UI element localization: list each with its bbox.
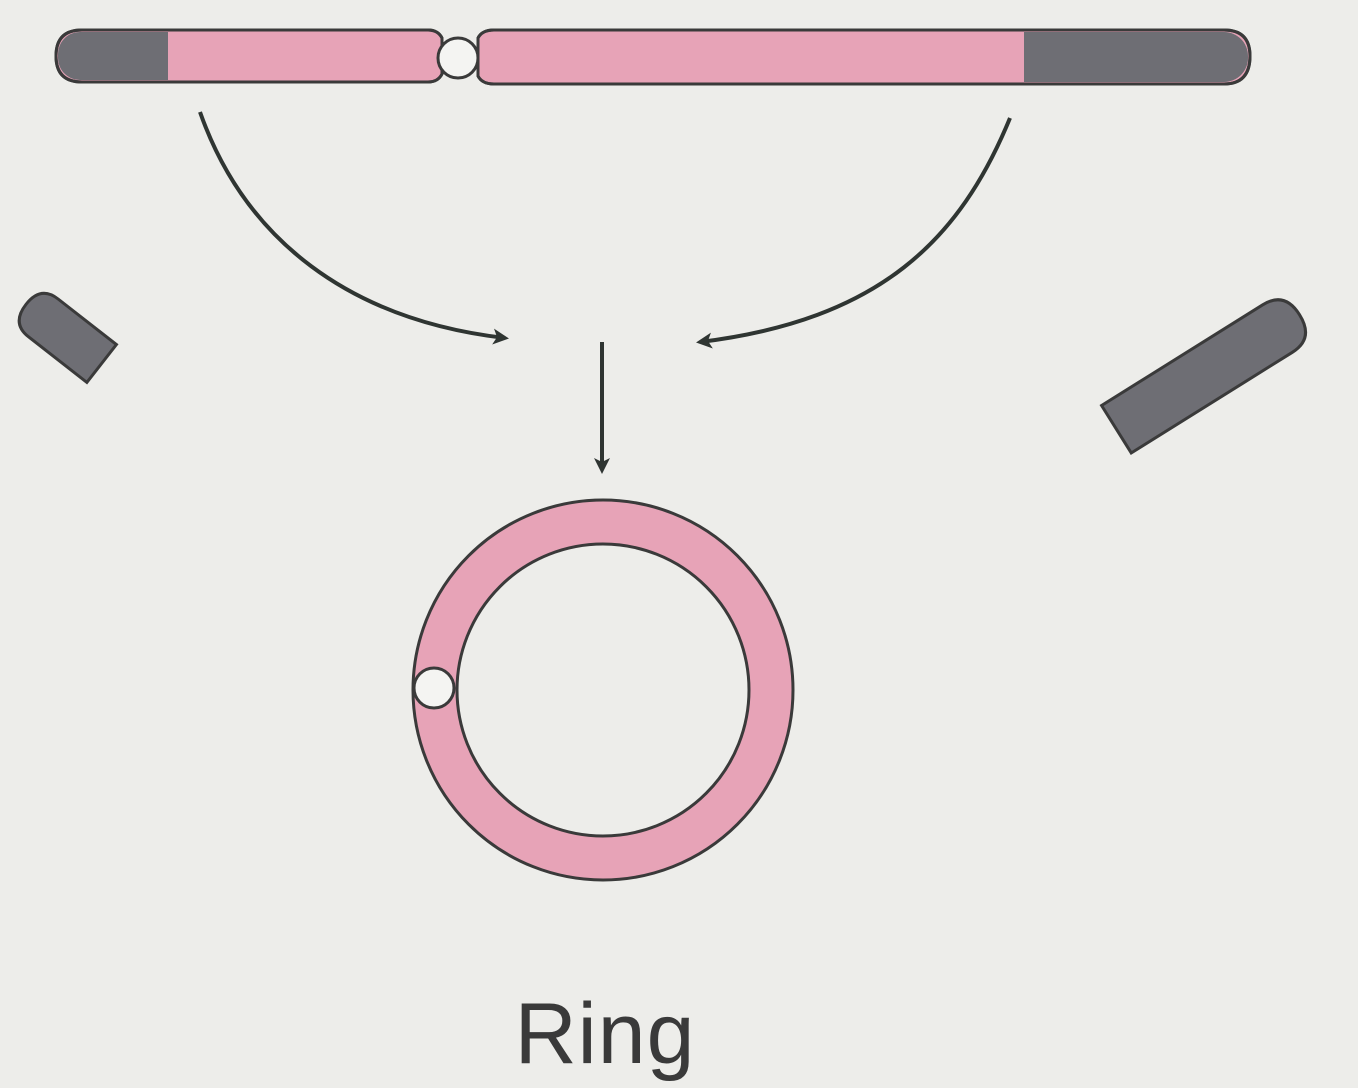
ring-body <box>435 522 771 858</box>
right-terminal-fragment <box>1102 291 1315 453</box>
ring-centromere <box>414 668 454 708</box>
centromere <box>438 38 478 78</box>
ring-inner-edge <box>457 544 749 836</box>
arrow-right-curve <box>700 118 1010 342</box>
ring-caption: Ring <box>0 985 1210 1084</box>
arrow-left-curve <box>200 112 505 338</box>
ring-chromosome <box>413 500 793 880</box>
linear-chromosome <box>56 30 1250 84</box>
left-terminal-fragment <box>11 285 116 382</box>
